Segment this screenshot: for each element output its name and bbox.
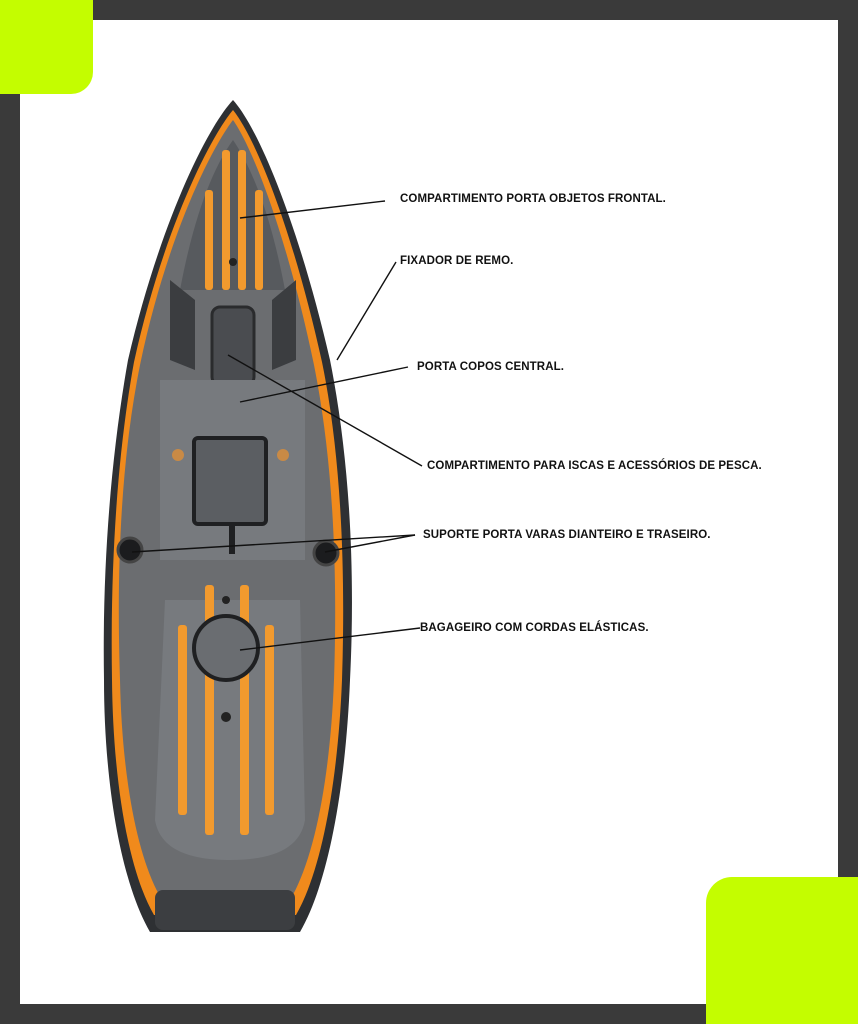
kayak-stern (155, 890, 295, 930)
seat-clip-right (277, 449, 289, 461)
label-rear-tankwell: BAGAGEIRO COM CORDAS ELÁSTICAS. (420, 622, 649, 634)
label-bait-compartment: COMPARTIMENTO PARA ISCAS E ACESSÓRIOS DE… (427, 460, 762, 472)
rod-holder-left (116, 536, 144, 564)
label-paddle-holder: FIXADOR DE REMO. (400, 255, 514, 267)
label-rod-holders: SUPORTE PORTA VARAS DIANTEIRO E TRASEIRO… (423, 529, 711, 541)
label-cup-holder: PORTA COPOS CENTRAL. (417, 361, 565, 373)
rear-deck-screw-top (222, 596, 230, 604)
leader-lines (131, 200, 423, 651)
central-cup-holder (210, 305, 256, 387)
label-front-storage: COMPARTIMENTO PORTA OBJETOS FRONTAL. (400, 193, 666, 205)
accent-corner-top-left (0, 0, 93, 94)
bait-accessory-compartment (192, 436, 268, 526)
front-deck-screw (229, 258, 237, 266)
seat-clip-left (172, 449, 184, 461)
front-traction-strips (205, 150, 263, 290)
accent-corner-bottom-right (706, 877, 858, 1024)
rear-hatch (192, 614, 260, 682)
paddle-holder-right (272, 280, 296, 370)
rear-deck-screw-bottom (221, 712, 231, 722)
rod-holder-right (312, 539, 340, 567)
compartment-strap (229, 524, 235, 554)
paddle-holder-left (170, 280, 195, 370)
